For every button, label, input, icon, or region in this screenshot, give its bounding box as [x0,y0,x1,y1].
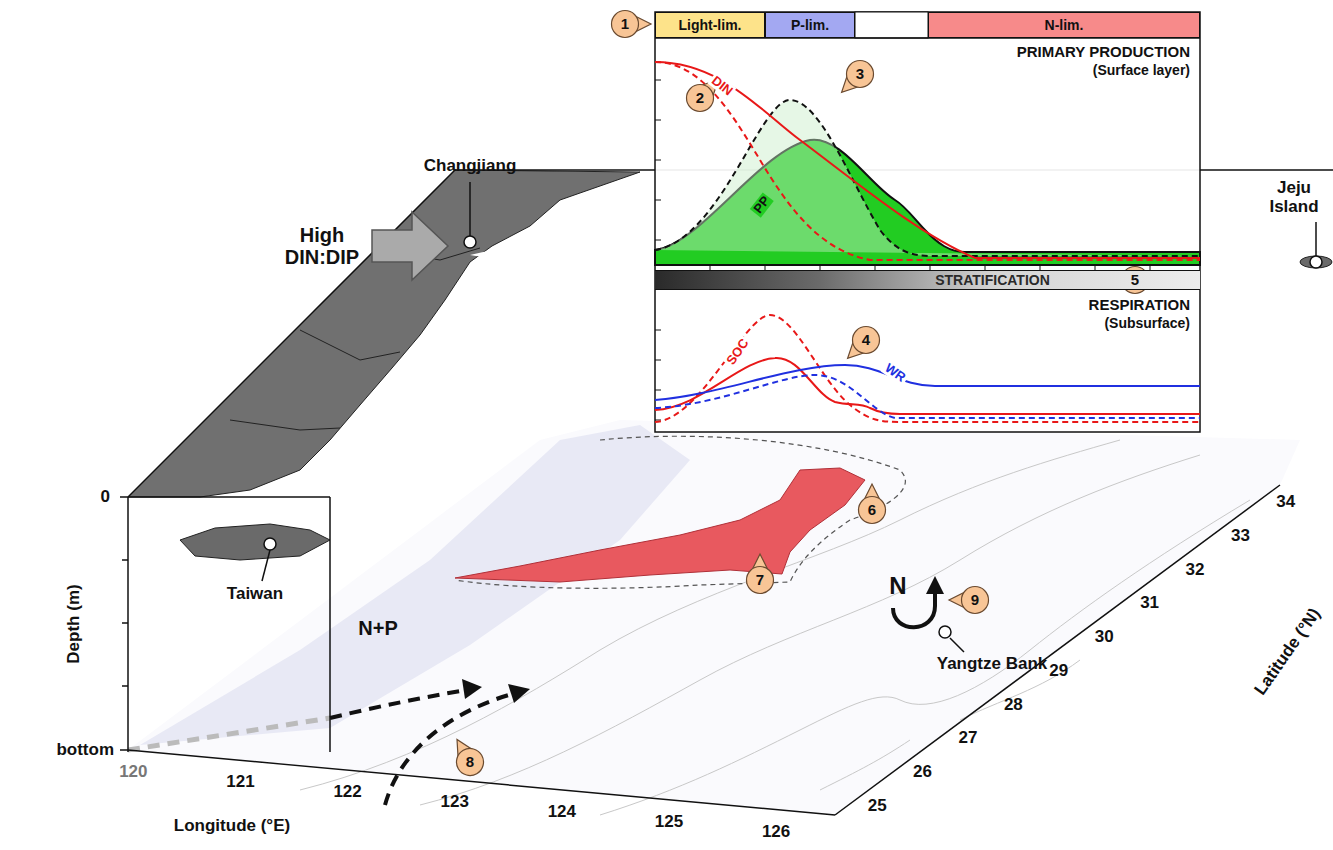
wr-curve [655,365,1200,400]
callout-number: 9 [971,592,979,609]
islands-gaps [440,250,492,314]
soc-curve [655,358,1200,414]
axis-tick: 0 [101,488,110,507]
callout-number: 3 [856,66,864,83]
axis-tick: 121 [226,773,254,792]
axis-tick: 31 [1140,594,1159,613]
axis-title: Latitude (°N) [1251,605,1324,699]
axis-title: Longitude (°E) [174,817,290,836]
unlimited-band [855,12,928,38]
axis-tick: 28 [1004,695,1023,714]
soc-curve-dashed [655,315,1200,422]
flux-label: N+P [358,617,397,639]
axis-tick: 25 [868,796,887,815]
limitation-band: N-lim. [928,12,1200,38]
band-label: N-lim. [1045,17,1084,33]
din-curve-dashed [655,62,1200,260]
callout-number: 4 [862,332,870,349]
axis-tick: 27 [959,729,978,748]
stratification-band: STRATIFICATION [655,270,1200,290]
limitation-band: P-lim. [765,12,855,38]
axis-tick: 29 [1049,661,1068,680]
panel-subtitle: (Subsurface) [1104,316,1190,331]
callout-number: 1 [621,16,629,33]
axis-tick: 26 [913,763,932,782]
bottom-current [128,718,330,750]
axis-tick: bottom [56,741,114,760]
arrow-head [462,679,482,699]
callout-number: 2 [696,90,704,107]
kuroshio-intrusion [385,694,512,805]
axis-tick: 30 [1095,628,1114,647]
axis-tick: 124 [548,803,576,822]
callout-marker [747,554,774,594]
callout-marker [445,733,488,781]
province-borders [230,248,480,430]
place-name: Changjiang [424,157,517,176]
seafloor-plane [128,420,1300,815]
band-label: STRATIFICATION [935,272,1050,288]
arrow-head [508,684,530,703]
inset-panel [655,12,1200,432]
axis-tick: 32 [1186,560,1205,579]
callout-marker [859,484,886,524]
depth-contours [300,440,1250,815]
panel-subtitle: (Surface layer) [1093,63,1190,78]
limitation-band: Light-lim. [655,12,765,38]
wr-curve-dashed [655,375,1200,418]
arrow-head [926,576,944,594]
river-input-arrow [372,212,448,280]
axis-tick: 33 [1231,527,1250,546]
place-name: Yangtze Bank [937,655,1048,674]
axis-tick: 125 [655,812,683,831]
callout-marker [612,11,652,38]
callout-number: 5 [1131,272,1139,289]
callout-number: 8 [466,754,474,771]
axis-tick: 123 [441,793,469,812]
place-name: Jeju Island [1264,179,1324,216]
band-label: P-lim. [791,17,829,33]
axis-tick: 126 [762,822,790,841]
callout-number: 7 [756,572,764,589]
callout-marker [838,321,885,368]
din-curve [655,62,1200,258]
axis-tick: 120 [119,763,147,782]
panel-title: PRIMARY PRODUCTION [1017,44,1190,61]
china-mainland [128,170,640,497]
place-name: Taiwan [227,585,283,604]
jeju-island [1300,256,1332,268]
hypoxia-zone [455,468,865,582]
taiwan-island [180,524,330,560]
panel-title: RESPIRATION [1089,297,1190,314]
axis-tick: 34 [1276,493,1295,512]
flux-label: N [889,573,906,599]
axis-tick: 122 [333,783,361,802]
axis-title: Depth (m) [65,584,84,663]
callout-marker [949,587,989,614]
bottom-current [330,690,466,718]
input-label: High DIN:DIP [278,224,366,268]
band-label: Light-lim. [679,17,742,33]
callout-marker [832,55,879,102]
hypoxia-outline [455,436,905,588]
callout-number: 6 [868,502,876,519]
